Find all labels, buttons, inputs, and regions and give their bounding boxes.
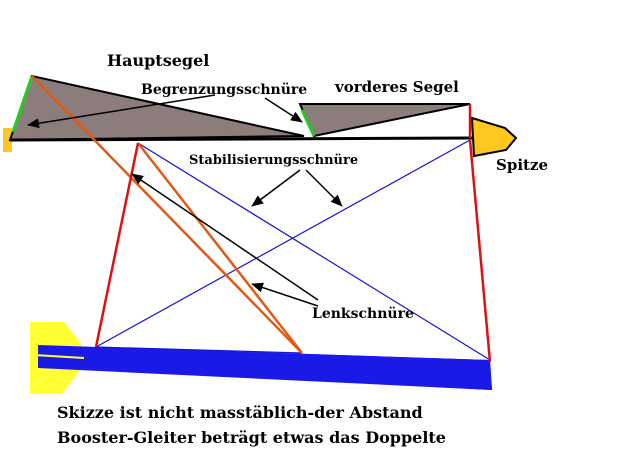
- label-main-sail: Hauptsegel: [107, 51, 209, 70]
- label-steering-lines: Lenkschnüre: [312, 306, 414, 322]
- label-tip: Spitze: [496, 156, 548, 174]
- red-line-left: [94, 142, 140, 348]
- orange-line-1: [31, 75, 303, 354]
- main-sail-leading-edge: [11, 75, 34, 133]
- front-sail: [298, 103, 471, 138]
- label-front-sail: vorderes Segel: [334, 78, 459, 96]
- front-sail-edge: [300, 109, 316, 137]
- blue-line-3: [95, 346, 303, 354]
- blue-line-2: [95, 139, 471, 348]
- arrow-stab-right: [305, 169, 343, 207]
- orange-line-2: [137, 142, 303, 354]
- note-line-2: Booster-Gleiter beträgt etwas das Doppel…: [57, 428, 446, 447]
- glider-spar: [9, 136, 475, 142]
- tip-nose: [470, 116, 518, 158]
- tail-nub: [3, 128, 12, 152]
- arrow-steer-short: [251, 282, 319, 307]
- note-line-1: Skizze ist nicht masstäblich-der Abstand: [57, 403, 423, 422]
- booster-body-front: [38, 345, 492, 390]
- arrow-limit-right: [264, 97, 303, 123]
- arrow-stab-left: [251, 169, 301, 207]
- label-limit-lines: Begrenzungsschnüre: [141, 82, 307, 98]
- red-line-right: [468, 139, 492, 363]
- booster-stripe: [33, 354, 85, 359]
- label-stabilization-lines: Stabilisierungsschnüre: [189, 153, 358, 168]
- arrow-steer-long: [131, 173, 319, 301]
- arrow-limit-left: [27, 94, 216, 129]
- blue-line-1: [137, 142, 491, 361]
